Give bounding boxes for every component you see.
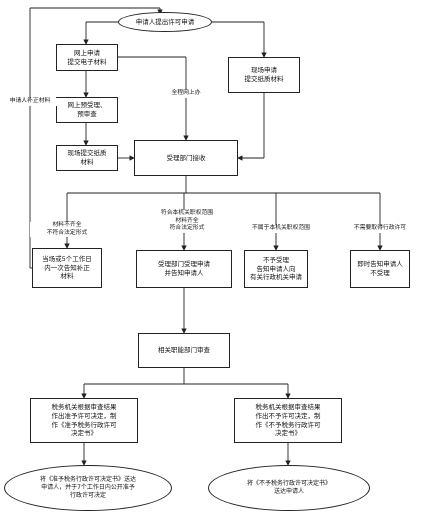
node-grant-deliver: 将《准予税务行政许可决定书》送达 申请人，并于7个工作日内公开准予 行政许可决定 xyxy=(4,465,172,511)
edge-label-complete: 符合本机关职权范围 材料齐全 符合法定形式 xyxy=(142,210,232,233)
edge-label-supplement: 申请人补正材料 xyxy=(2,98,58,106)
node-not-needed: 即时告知申请人 不受理 xyxy=(350,250,410,288)
node-prereview: 网上预受理、 预审查 xyxy=(56,97,118,123)
node-deny-decision: 税务机关根据审查结果 作出不予许可决定，制 作《不予税务行政许可 决定书》 xyxy=(234,398,342,443)
node-not-accept: 不予受理 告知申请人向 有关行政机关申请 xyxy=(244,250,308,288)
node-notify-supplement: 当场或5个工作日 内一次告知补正 材料 xyxy=(32,248,102,288)
node-start: 申请人提出许可申请 xyxy=(118,12,212,32)
node-window-apply: 现场申请 提交纸质材料 xyxy=(228,57,300,93)
node-grant-decision: 税务机关根据审查结果 作出准予许可决定，制 作《准予税务行政许可 决定书》 xyxy=(30,398,138,443)
node-accept: 受理部门接收 xyxy=(134,140,238,176)
edge-label-no-permit: 不需要取得行政许可 xyxy=(346,225,414,233)
node-submit-paper: 现场提交纸质 材料 xyxy=(56,145,118,171)
edge-label-all-online: 全程网上办 xyxy=(166,90,206,98)
node-online-apply: 网上申请 提交电子材料 xyxy=(56,44,118,71)
node-accept-notice: 受理部门受理申请 并告知申请人 xyxy=(136,250,232,288)
edge-label-out-of-scope: 不属于本机关职权范围 xyxy=(244,225,318,233)
node-review: 相关职能部门审查 xyxy=(138,333,230,368)
edge-label-incomplete: 材料不齐全 不符合法定形式 xyxy=(30,222,104,238)
node-deny-deliver: 将《不予税务行政许可决定书》 送达申请人 xyxy=(208,465,370,511)
